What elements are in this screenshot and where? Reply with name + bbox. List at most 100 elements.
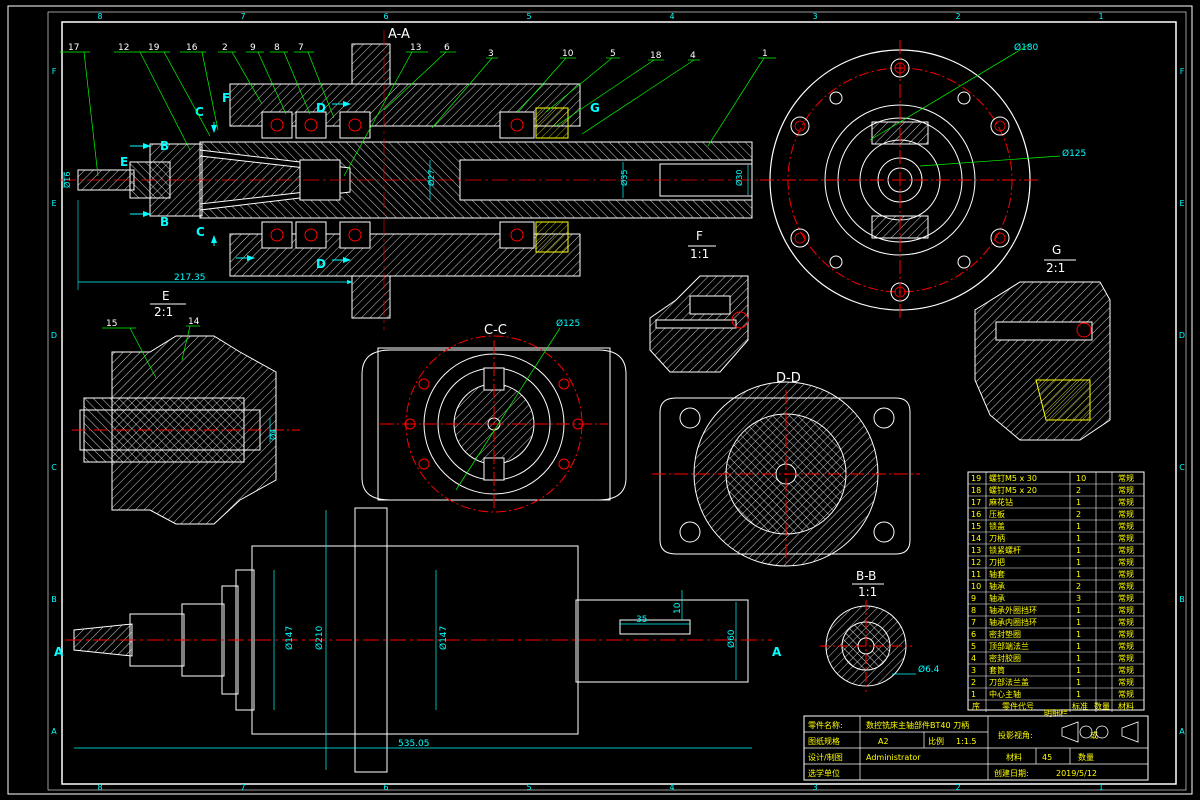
detail-g: G 2:1 [974,243,1111,441]
dim-dia-6-4: Ø6.4 [918,664,940,675]
dim-dia-210: Ø210 [314,625,325,650]
bom-row-qty: 1 [1076,690,1081,699]
border-row-label-right: E [1179,199,1184,208]
border-col-label-top: 5 [526,12,531,21]
view-title-cc: C-C [484,323,507,338]
bom-row-qty: 1 [1076,534,1081,543]
bom-row-qty: 2 [1076,582,1081,591]
bom-row-material: 常规 [1118,605,1134,615]
title-size-label: 图纸规格 [808,736,840,746]
balloon-7: 7 [298,43,304,53]
view-scale-bb: 1:1 [858,585,877,599]
marker-d-top: D [316,101,326,115]
dim-dia-16: Ø16 [62,172,72,188]
title-material-value: 45 [1042,753,1052,762]
balloon-2: 2 [222,43,228,53]
bom-row-material: 常规 [1118,689,1134,699]
bom-row-name: 顶部端法兰 [989,641,1029,651]
title-part-value: 数控铣床主轴部件BT40 刀柄 [866,720,969,730]
bom-head-no: 序 [972,701,980,711]
bom-row-no: 13 [971,546,981,555]
balloon-5: 5 [610,49,616,59]
projection-symbol [1061,721,1139,743]
bom-row-name: 螺钉M5 x 20 [989,485,1037,495]
balloon-12: 12 [118,43,129,53]
dim-dia-125-cc: Ø125 [556,318,580,329]
balloon-17: 17 [68,43,79,53]
bom-row-name: 中心主轴 [989,689,1021,699]
dim-total-length: 535.05 [398,739,430,749]
border-col-label-top: 3 [812,12,817,21]
border-row-label-left: F [52,67,57,76]
border-col-label-top: 7 [240,12,245,21]
bom-row-material: 常规 [1118,533,1134,543]
bom-row-material: 常规 [1118,629,1134,639]
bom-row-qty: 1 [1076,558,1081,567]
title-projection-label: 投影视角: [998,730,1033,740]
bom-row-material: 常规 [1118,545,1134,555]
border-col-label-bottom: 6 [383,783,388,792]
title-scale-label: 比例 [928,736,944,746]
bom-row-no: 9 [971,594,976,603]
view-title-bb: B-B [856,569,876,583]
bom-row-no: 5 [971,642,976,651]
section-aa: A-A [60,27,776,330]
bom-row-name: 轴承内圈挡环 [989,617,1037,627]
bom-row-no: 8 [971,606,976,615]
bom-row-material: 常规 [1118,665,1134,675]
bom-row-name: 刀柄 [989,533,1005,543]
balloon-15: 15 [106,319,117,329]
detail-g-title: G [1052,243,1061,257]
dim-dia-4: Ø4 [268,429,278,440]
detail-e-title: E [162,289,170,303]
marker-d-bottom: D [316,257,326,271]
balloon-6: 6 [444,43,450,53]
bom-row-qty: 3 [1076,594,1081,603]
bom-row-qty: 1 [1076,642,1081,651]
end-view-flange: Ø180 Ø125 [760,40,1086,320]
bom-row-no: 3 [971,666,976,675]
detail-f-scale: 1:1 [690,247,709,261]
bom-row-material: 常规 [1118,593,1134,603]
bom-row-qty: 1 [1076,606,1081,615]
border-row-label-left: B [51,595,57,604]
bom-row-name: 锁紧螺杆 [989,545,1021,555]
bom-row-qty: 1 [1076,654,1081,663]
bom-row-material: 常规 [1118,521,1134,531]
bom-row-qty: 1 [1076,618,1081,627]
balloon-16: 16 [186,43,198,53]
section-cc: C-C Ø125 [361,318,627,513]
border-col-label-top: 2 [955,12,960,21]
bom-row-material: 常规 [1118,473,1134,483]
bom-row-material: 常规 [1118,617,1134,627]
bom-row-qty: 1 [1076,570,1081,579]
bom-row-no: 7 [971,618,976,627]
dim-dia-147-left: Ø147 [284,626,295,650]
bom-row-name: 轴承外圈挡环 [989,605,1037,615]
title-block: 零件名称: 数控铣床主轴部件BT40 刀柄 图纸规格 A2 比例 1:1.5 投… [803,715,1149,781]
border-row-label-left: D [51,331,57,340]
bom-row-material: 常规 [1118,641,1134,651]
balloon-8: 8 [274,43,280,53]
bom-row-qty: 1 [1076,498,1081,507]
border-col-label-top: 8 [97,12,102,21]
balloon-14: 14 [188,317,200,327]
bom-row-name: 螺钉M5 x 30 [989,473,1037,483]
detail-g-scale: 2:1 [1046,261,1065,275]
dim-dia-27: Ø27 [426,170,436,186]
exterior-view: Ø147 Ø210 Ø147 35 10 Ø60 535.05 A A [54,507,782,773]
bom-row-no: 16 [971,510,981,519]
marker-a-right: A [772,645,782,659]
title-qty-label: 数量 [1078,752,1094,762]
bom-row-qty: 2 [1076,510,1081,519]
border-col-label-bottom: 1 [1098,783,1103,792]
bom-row-material: 常规 [1118,569,1134,579]
balloon-3: 3 [488,49,494,59]
detail-f: F 1:1 [649,229,749,373]
bom-row-name: 轴承 [989,593,1005,603]
bom-row-no: 1 [971,690,976,699]
border-row-label-right: F [1180,67,1185,76]
view-title-aa: A-A [388,27,410,42]
